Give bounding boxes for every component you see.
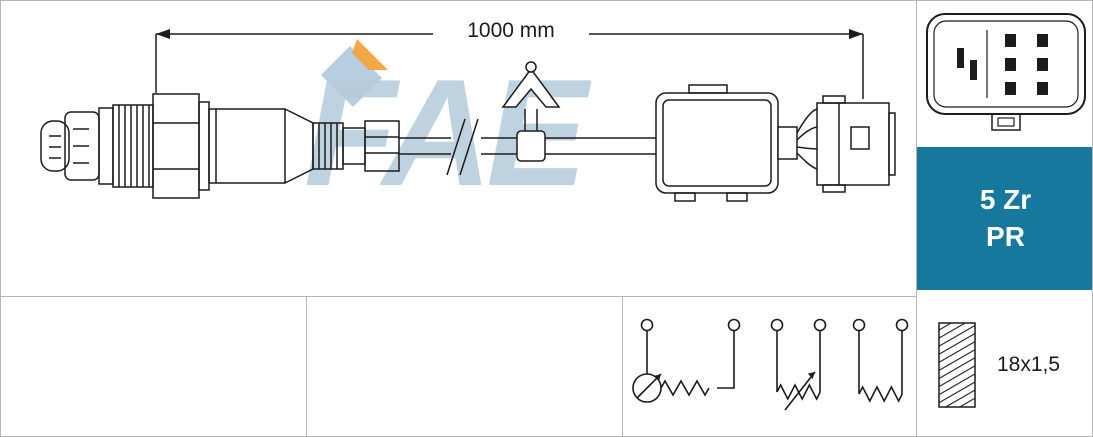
cable — [399, 137, 656, 155]
dimension-label: 1000 mm — [433, 17, 589, 45]
grid-vline-1 — [306, 296, 307, 436]
sensor-body — [208, 108, 400, 184]
thread-icon — [938, 321, 976, 408]
sensor-thread-and-hex — [98, 93, 210, 199]
grid-hline — [1, 296, 917, 297]
mounting-clip — [501, 61, 561, 162]
connector-pinout-drawing-icon — [925, 12, 1086, 131]
empty-cell-2 — [307, 297, 622, 436]
spec-code-box: 5 Zr PR — [917, 147, 1092, 290]
spec-code-line1: 5 Zr — [979, 184, 1032, 216]
grid-vline-right — [916, 1, 917, 436]
thread-size-cell: 18x1,5 — [917, 291, 1092, 436]
empty-cell-1 — [1, 297, 306, 436]
sensor-assembly-drawing — [40, 29, 896, 202]
wiring-schematic-cell — [623, 297, 916, 436]
break-symbol — [446, 118, 479, 176]
connector-pinout-cell — [917, 1, 1092, 146]
wires — [796, 108, 818, 170]
sensor-heater-circuit-symbols-icon — [632, 318, 909, 410]
connector-housing — [655, 84, 798, 202]
fae-logo-diamond-icon — [321, 39, 388, 107]
sensor-tip — [40, 111, 100, 181]
grid-vline-2 — [622, 296, 623, 436]
plug — [816, 95, 896, 193]
thread-size-label: 18x1,5 — [997, 352, 1061, 376]
spec-code-line2: PR — [986, 220, 1025, 252]
